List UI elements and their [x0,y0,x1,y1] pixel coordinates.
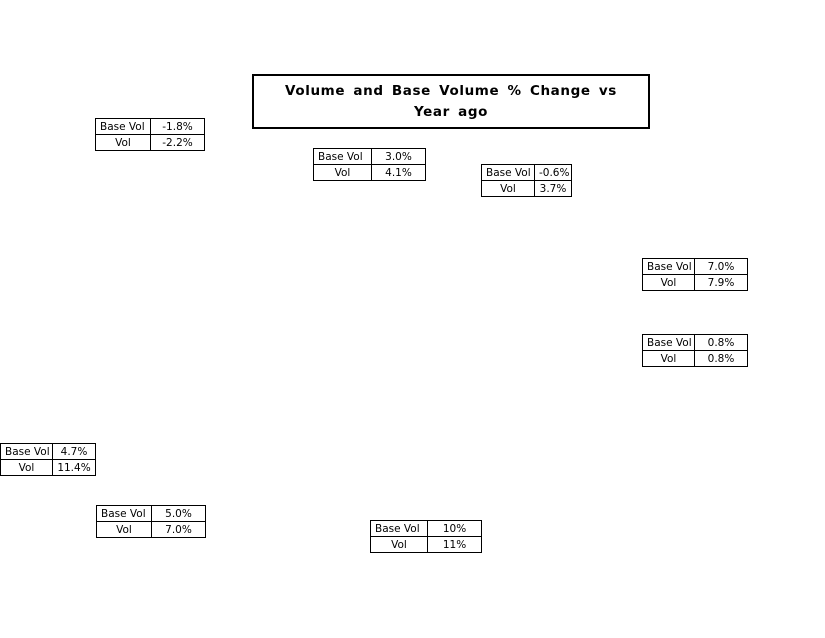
row-value-vol: 11.4% [52,459,96,476]
row-value-vol: 0.8% [694,350,748,367]
row-value-vol: 4.1% [371,164,426,181]
row-label-base-vol: Base Vol [642,334,695,351]
row-label-base-vol: Base Vol [642,258,695,275]
row-label-vol: Vol [96,521,152,538]
row-label-vol: Vol [370,536,428,553]
row-label-base-vol: Base Vol [313,148,372,165]
row-value-vol: 7.0% [151,521,206,538]
table-row: Vol-2.2% [95,134,205,151]
callout-table: Base Vol-1.8%Vol-2.2% [95,118,205,151]
row-label-base-vol: Base Vol [96,505,152,522]
row-value-base-vol: -1.8% [150,118,205,135]
row-value-vol: 7.9% [694,274,748,291]
row-label-vol: Vol [481,180,535,197]
row-label-vol: Vol [313,164,372,181]
table-row: Base Vol-0.6% [481,164,572,181]
row-label-base-vol: Base Vol [0,443,53,460]
page-title: Volume and Base Volume % Change vs Year … [285,82,617,120]
row-label-base-vol: Base Vol [95,118,151,135]
row-label-vol: Vol [642,350,695,367]
chart-title-box: Volume and Base Volume % Change vs Year … [252,74,650,129]
row-label-vol: Vol [95,134,151,151]
row-label-base-vol: Base Vol [481,164,535,181]
row-value-base-vol: 3.0% [371,148,426,165]
row-value-base-vol: 5.0% [151,505,206,522]
row-value-vol: 3.7% [534,180,572,197]
table-row: Base Vol-1.8% [95,118,205,135]
row-value-base-vol: 4.7% [52,443,96,460]
row-label-vol: Vol [642,274,695,291]
row-value-vol: -2.2% [150,134,205,151]
row-value-base-vol: 10% [427,520,482,537]
row-value-vol: 11% [427,536,482,553]
row-label-base-vol: Base Vol [370,520,428,537]
row-value-base-vol: -0.6% [534,164,572,181]
row-value-base-vol: 0.8% [694,334,748,351]
row-label-vol: Vol [0,459,53,476]
row-value-base-vol: 7.0% [694,258,748,275]
